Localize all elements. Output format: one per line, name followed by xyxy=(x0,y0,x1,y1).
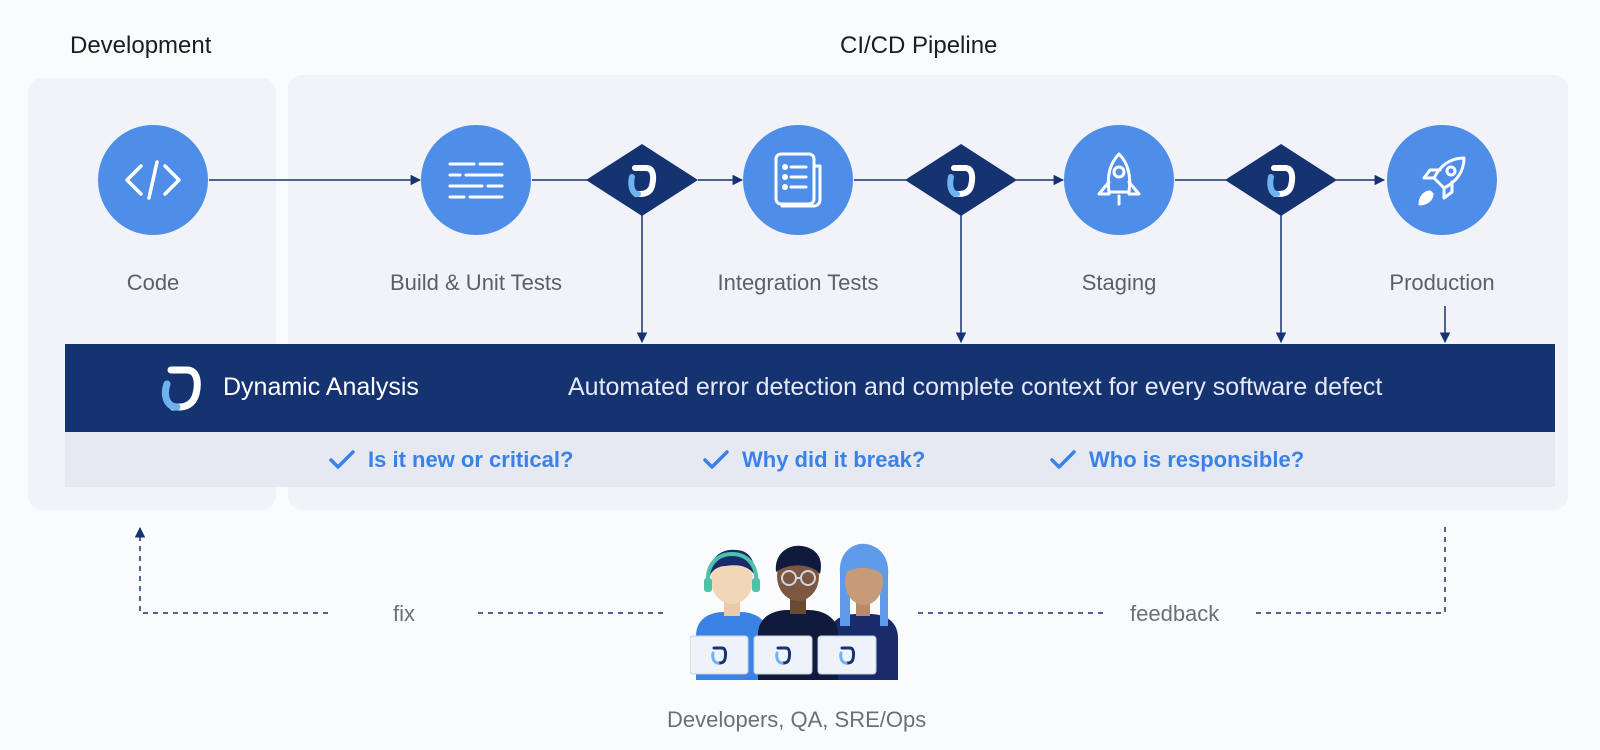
feedback-label: feedback xyxy=(1130,601,1220,626)
list-lines-icon xyxy=(448,162,504,199)
stage-label-integration: Integration Tests xyxy=(717,270,879,295)
question-text: Why did it break? xyxy=(742,447,926,472)
laptop-icon xyxy=(753,635,813,675)
gate-diamond-1 xyxy=(586,144,698,216)
checkmark-icon xyxy=(329,450,355,469)
question-why-break: Why did it break? xyxy=(702,447,925,473)
development-title: Development xyxy=(70,32,212,59)
banner-subtitle: Automated error detection and complete c… xyxy=(568,373,1383,401)
question-text: Is it new or critical? xyxy=(368,447,574,472)
stage-integration xyxy=(743,125,853,235)
stage-label-code: Code xyxy=(126,270,180,295)
pipeline-title: CI/CD Pipeline xyxy=(840,32,998,59)
code-icon xyxy=(125,160,181,200)
stage-code xyxy=(98,125,208,235)
question-new-critical: Is it new or critical? xyxy=(328,447,573,473)
document-icon xyxy=(774,152,822,208)
dynamic-analysis-logo-icon xyxy=(947,165,976,197)
stage-label-build: Build & Unit Tests xyxy=(389,270,562,295)
dynamic-analysis-logo-icon xyxy=(628,165,657,197)
stage-build xyxy=(421,125,531,235)
laptop-icon xyxy=(690,635,749,675)
dynamic-analysis-logo-icon xyxy=(161,366,201,411)
stage-label-production: Production xyxy=(1389,270,1495,295)
questions-bar xyxy=(65,432,1555,487)
fix-loop-path xyxy=(134,526,328,614)
question-text: Who is responsible? xyxy=(1089,447,1305,472)
stage-label-staging: Staging xyxy=(1081,270,1157,295)
rocket-icon xyxy=(1097,152,1141,206)
team-label: Developers, QA, SRE/Ops xyxy=(667,707,927,732)
team-illustration xyxy=(690,543,898,680)
dynamic-analysis-logo-icon xyxy=(1267,165,1296,197)
gate-diamond-2 xyxy=(905,144,1017,216)
stage-production xyxy=(1387,125,1497,235)
banner-title: Dynamic Analysis xyxy=(223,373,419,401)
stage-staging xyxy=(1064,125,1174,235)
fix-label: fix xyxy=(393,601,415,626)
question-who-responsible: Who is responsible? xyxy=(1049,447,1304,473)
laptop-icon xyxy=(817,635,877,675)
checkmark-icon xyxy=(703,450,729,469)
feedback-loop-path-2 xyxy=(1256,522,1446,614)
gate-diamond-3 xyxy=(1225,144,1337,216)
rocket-launch-icon xyxy=(1418,156,1466,206)
checkmark-icon xyxy=(1050,450,1076,469)
dynamic-analysis-banner: Dynamic Analysis Automated error detecti… xyxy=(65,344,1555,432)
